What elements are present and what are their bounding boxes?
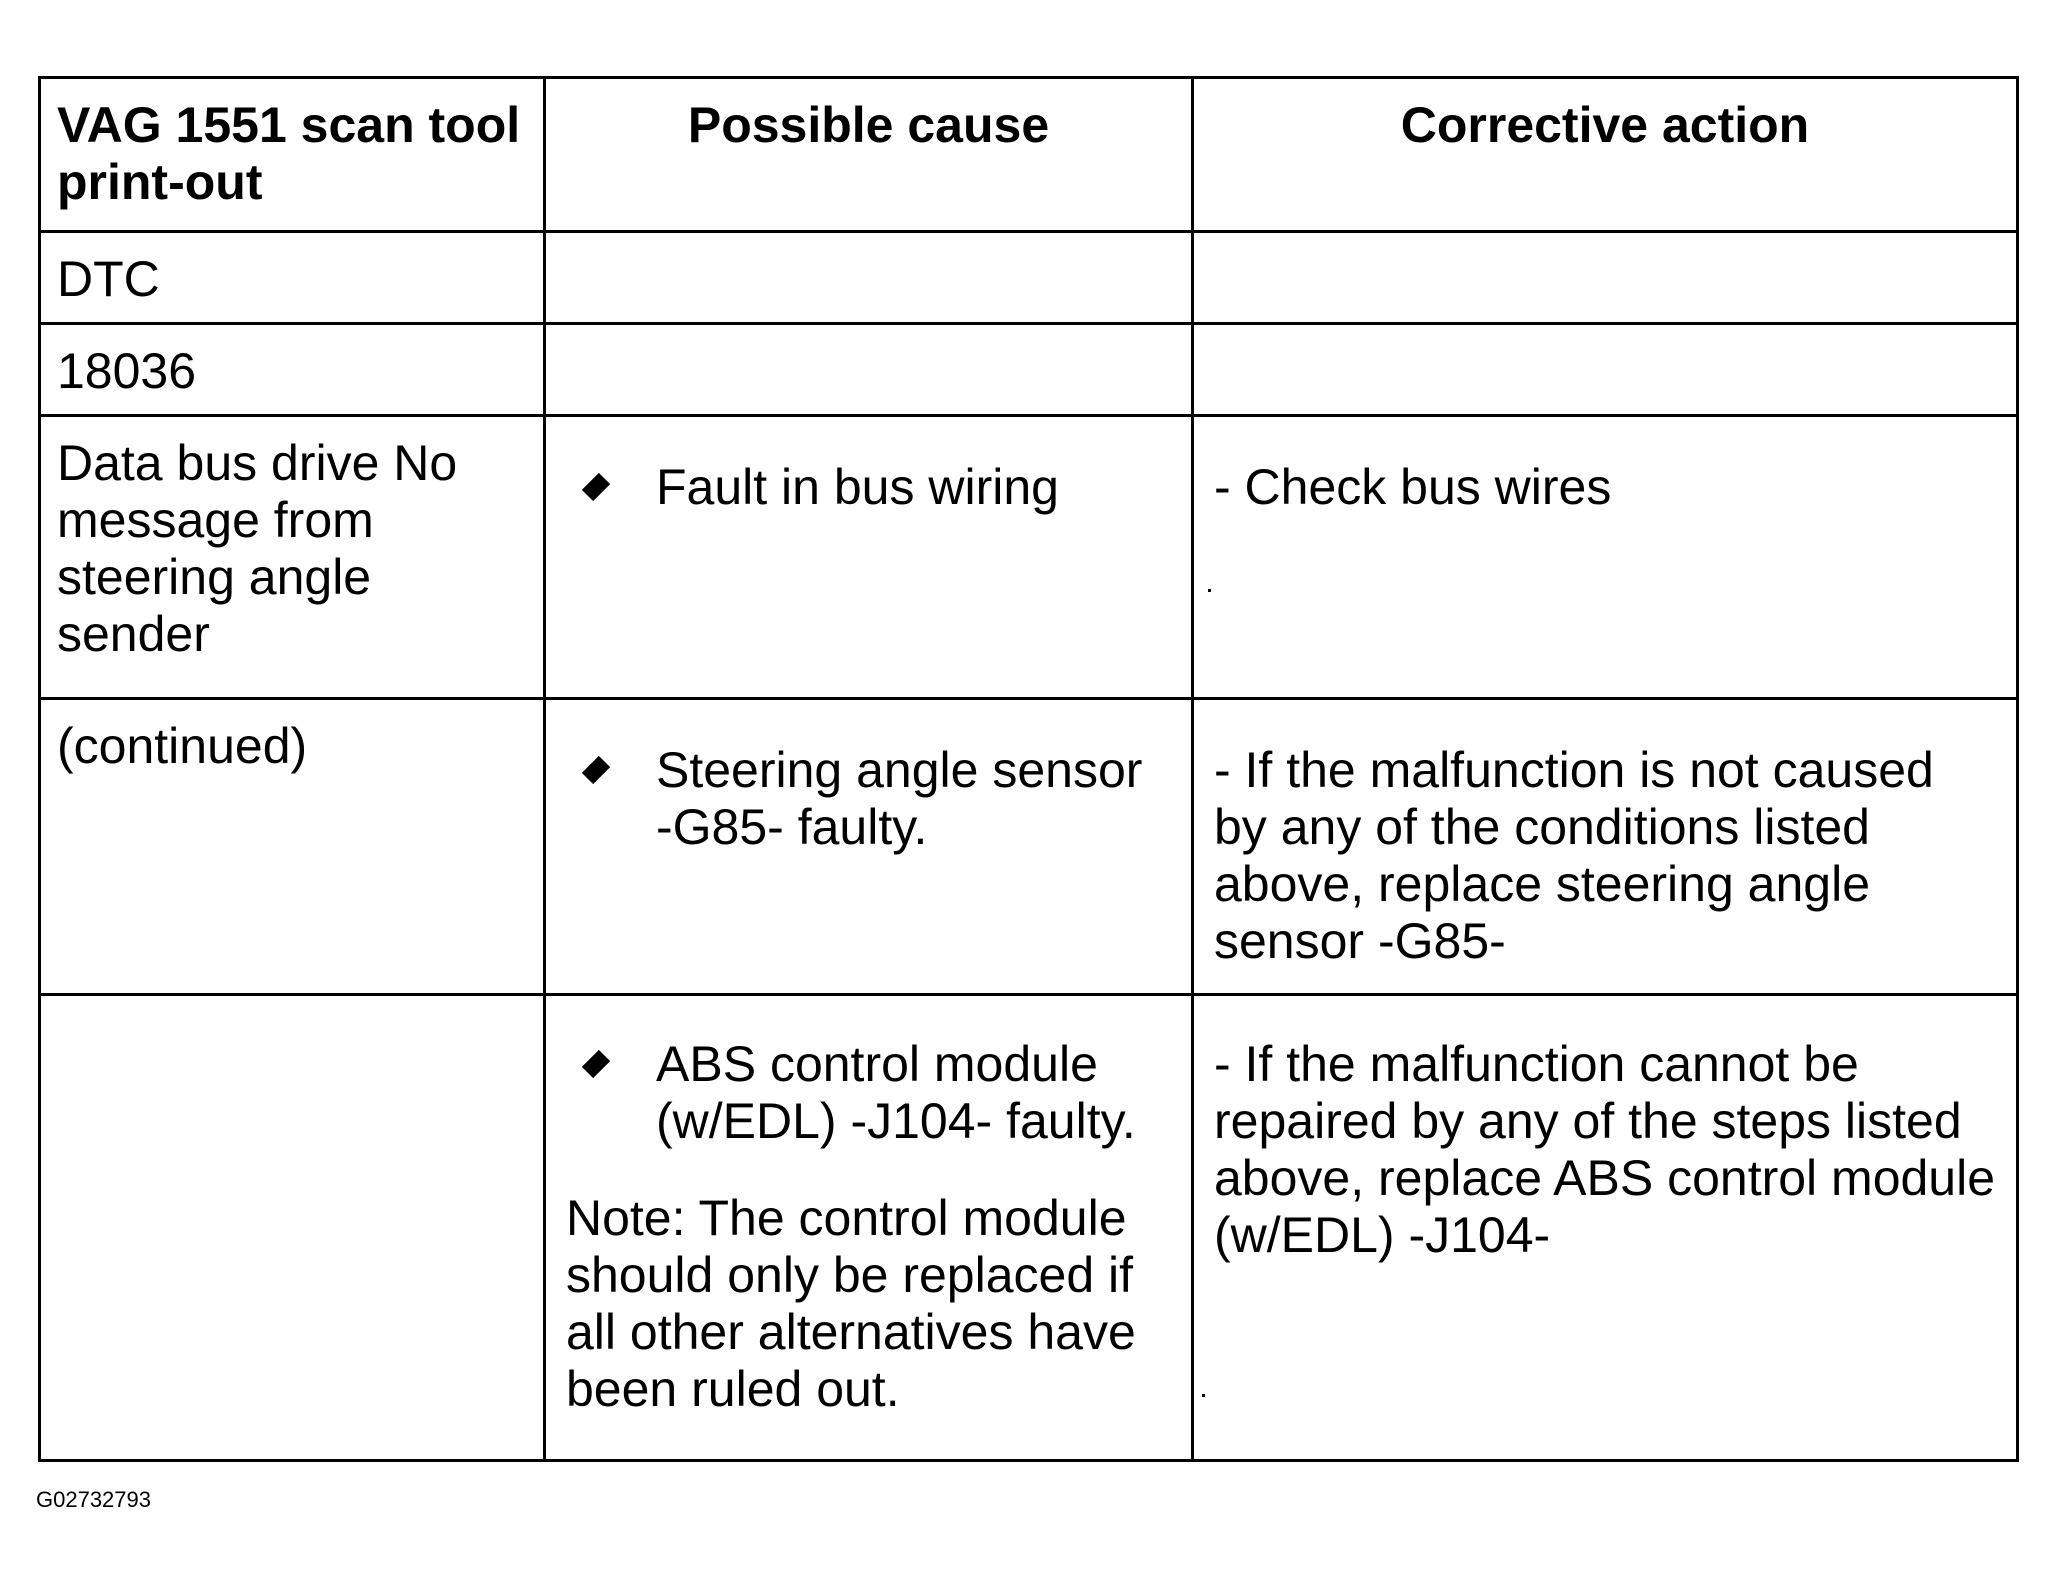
dtc-label: DTC <box>38 230 546 325</box>
cause-cell: Steering angle sensor -G85- faulty. <box>543 697 1194 996</box>
header-possible-cause: Possible cause <box>543 76 1194 233</box>
action-cell: - If the malfunction cannot be repaired … <box>1191 993 2019 1462</box>
action-text: - If the malfunction is not caused by an… <box>1214 742 1934 969</box>
diamond-bullet-icon <box>581 472 611 502</box>
empty-cell <box>543 322 1194 417</box>
cause-item: ABS control module (w/EDL) -J104- faulty… <box>566 1036 1171 1150</box>
table-row: Data bus drive No message from steering … <box>38 414 2019 700</box>
empty-cell <box>1191 322 2019 417</box>
cause-item: Steering angle sensor -G85- faulty. <box>566 742 1171 856</box>
dtc-label-row: DTC <box>38 230 2019 325</box>
printout-cell: (continued) <box>38 697 546 996</box>
empty-cell <box>543 230 1194 325</box>
table-row: (continued) Steering angle sensor -G85- … <box>38 697 2019 996</box>
header-printout: VAG 1551 scan tool print-out <box>38 76 546 233</box>
header-row: VAG 1551 scan tool print-out Possible ca… <box>38 76 2019 233</box>
dtc-code: 18036 <box>38 322 546 417</box>
action-cell: - Check bus wires <box>1191 414 2019 700</box>
cause-text: Fault in bus wiring <box>656 459 1059 515</box>
figure-id: G02732793 <box>36 1487 151 1512</box>
action-wrapper: - Check bus wires <box>1208 459 1996 592</box>
cause-item: Fault in bus wiring <box>566 459 1171 516</box>
cause-text: Steering angle sensor -G85- faulty. <box>656 742 1143 855</box>
action-cell: - If the malfunction is not caused by an… <box>1191 697 2019 996</box>
cause-cell: ABS control module (w/EDL) -J104- faulty… <box>543 993 1194 1462</box>
diamond-bullet-icon <box>581 1049 611 1079</box>
action-wrapper: - If the malfunction cannot be repaired … <box>1202 1036 1996 1397</box>
cause-text: ABS control module (w/EDL) -J104- faulty… <box>656 1036 1136 1149</box>
diamond-bullet-icon <box>581 755 611 785</box>
diagnostic-table: VAG 1551 scan tool print-out Possible ca… <box>38 76 2019 1462</box>
table-row: ABS control module (w/EDL) -J104- faulty… <box>38 993 2019 1462</box>
scan-speck <box>1202 1394 1205 1397</box>
cause-cell: Fault in bus wiring <box>543 414 1194 700</box>
header-corrective-action: Corrective action <box>1191 76 2019 233</box>
printout-cell <box>38 993 546 1462</box>
action-text: - Check bus wires <box>1214 459 1612 515</box>
dtc-code-row: 18036 <box>38 322 2019 417</box>
scan-speck <box>1208 589 1211 592</box>
action-text: - If the malfunction cannot be repaired … <box>1214 1036 1996 1263</box>
printout-cell: Data bus drive No message from steering … <box>38 414 546 700</box>
empty-cell <box>1191 230 2019 325</box>
note-text: Note: The control module should only be … <box>566 1190 1136 1417</box>
